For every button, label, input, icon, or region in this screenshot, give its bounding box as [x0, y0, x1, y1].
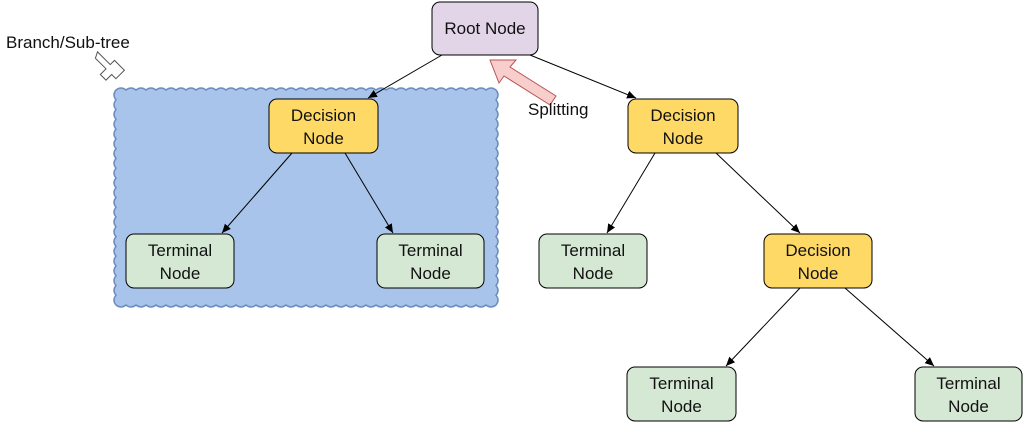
splitting-label: Splitting — [528, 100, 588, 119]
branch-subtree-label: Branch/Sub-tree — [6, 33, 130, 52]
terminal-node-2-line2: Node — [410, 264, 451, 283]
terminal-node-3: Terminal Node — [538, 233, 648, 289]
terminal-node-4-line1: Terminal — [649, 374, 713, 393]
terminal-node-5-line2: Node — [948, 397, 989, 416]
decision-node-left-line2: Node — [303, 129, 344, 148]
terminal-node-2: Terminal Node — [376, 233, 485, 289]
edge-decision-left-to-terminal-1 — [221, 152, 293, 234]
branch-pointer-arrow — [94, 50, 126, 81]
root-node: Root Node — [431, 1, 539, 56]
terminal-node-5-line1: Terminal — [936, 374, 1000, 393]
decision-node-right-line1: Decision — [650, 106, 715, 125]
terminal-node-4: Terminal Node — [626, 366, 737, 422]
root-node-label: Root Node — [444, 19, 525, 38]
edge-root-to-decision-right — [529, 54, 637, 99]
edge-decision-lower-to-terminal-5 — [844, 287, 935, 367]
edge-decision-right-to-terminal-3 — [606, 152, 656, 234]
decision-node-right-line2: Node — [663, 129, 704, 148]
terminal-node-1-line1: Terminal — [148, 241, 212, 260]
decision-node-left: Decision Node — [268, 98, 379, 154]
decision-node-right: Decision Node — [627, 98, 739, 154]
terminal-node-2-line1: Terminal — [398, 241, 462, 260]
edge-decision-right-to-decision-lower — [715, 152, 801, 234]
terminal-node-5: Terminal Node — [914, 366, 1023, 422]
decision-node-lower: Decision Node — [763, 233, 873, 289]
edges — [221, 54, 935, 367]
edge-decision-lower-to-terminal-4 — [725, 287, 801, 367]
decision-node-lower-line1: Decision — [785, 241, 850, 260]
terminal-node-1-line2: Node — [160, 264, 201, 283]
terminal-node-4-line2: Node — [661, 397, 702, 416]
splitting-arrow — [489, 59, 557, 106]
terminal-node-3-line2: Node — [573, 264, 614, 283]
terminal-node-1: Terminal Node — [125, 233, 235, 289]
decision-node-left-line1: Decision — [291, 106, 356, 125]
edge-decision-left-to-terminal-2 — [344, 152, 394, 234]
edge-root-to-decision-left — [367, 54, 443, 99]
terminal-node-3-line1: Terminal — [561, 241, 625, 260]
decision-node-lower-line2: Node — [798, 264, 839, 283]
